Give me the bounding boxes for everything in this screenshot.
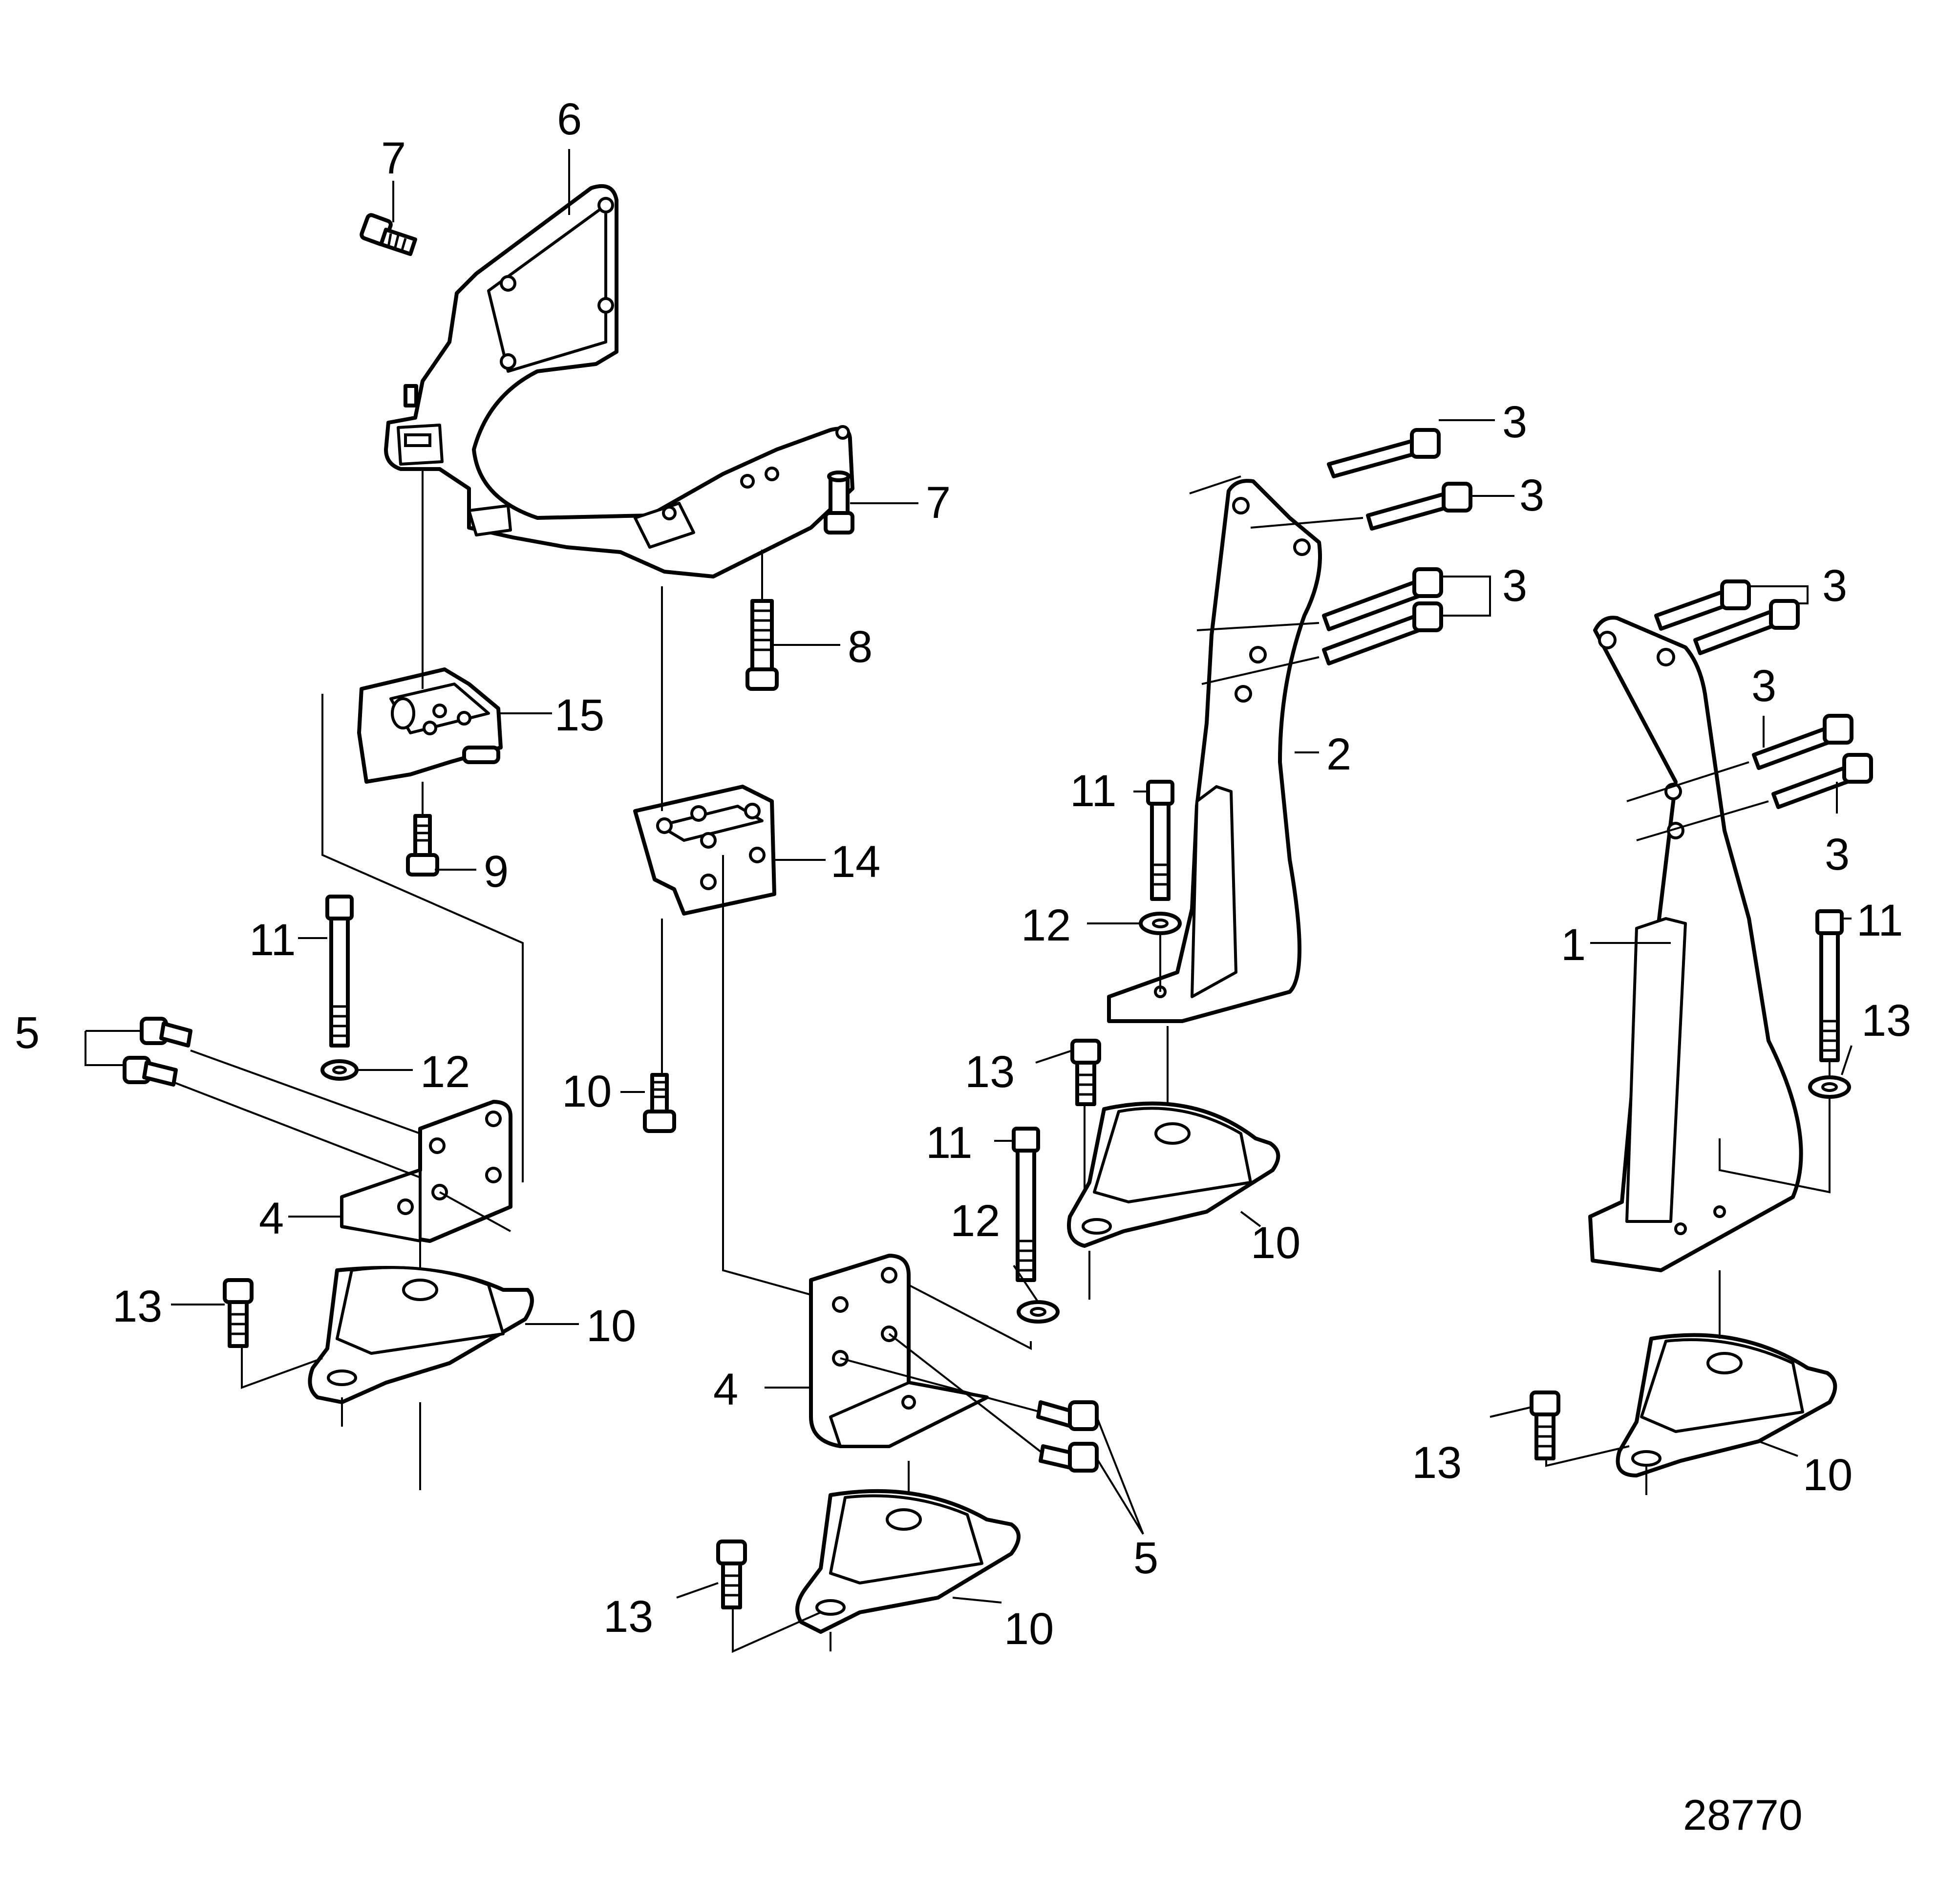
part-12-washer-center-upper <box>1139 912 1182 935</box>
callout-1: 1 <box>1561 920 1586 970</box>
assembly-lines <box>173 469 1831 1653</box>
callout-3: 3 <box>1502 397 1527 447</box>
callout-3: 3 <box>1825 830 1850 879</box>
callout-13: 13 <box>112 1282 162 1331</box>
callout-leaders <box>85 149 1853 1604</box>
part-9-bolt <box>406 814 439 877</box>
callout-3: 3 <box>1519 471 1544 520</box>
part-7-bolt-right <box>824 471 854 535</box>
part-2-engine-leg <box>1107 479 1322 1023</box>
callout-13: 13 <box>965 1047 1015 1097</box>
callout-11: 11 <box>249 915 296 965</box>
callout-12: 12 <box>1021 900 1071 950</box>
part-10-rubber-mount-center-right <box>1067 1101 1280 1248</box>
callout-3: 3 <box>1822 561 1847 611</box>
part-13-bolt-center-right <box>1070 1039 1101 1106</box>
part-3-bolts-group-a <box>1322 428 1472 665</box>
part-5-bolts-left <box>123 1017 192 1087</box>
part-15-mount-bracket <box>357 667 503 784</box>
callout-13: 13 <box>1861 996 1911 1046</box>
callout-11: 11 <box>926 1118 973 1168</box>
part-11-bolt-center-upper <box>1146 780 1174 901</box>
callout-4: 4 <box>259 1194 284 1243</box>
callout-12: 12 <box>420 1047 470 1097</box>
part-14-mount-bracket <box>633 785 776 916</box>
part-6-engine-bracket <box>384 184 854 578</box>
callout-10: 10 <box>1803 1450 1853 1500</box>
callout-12: 12 <box>950 1196 1000 1246</box>
figure-number: 28770 <box>1683 1791 1803 1839</box>
callout-13: 13 <box>603 1592 653 1642</box>
part-10-rubber-mount-left <box>308 1266 534 1404</box>
part-13-bolt-center <box>716 1540 747 1609</box>
part-11-bolt-left <box>325 895 354 1048</box>
callout-3: 3 <box>1751 661 1776 711</box>
callout-7: 7 <box>381 133 406 183</box>
callout-10: 10 <box>562 1067 612 1116</box>
part-10-rubber-mount-center <box>795 1489 1021 1634</box>
callout-9: 9 <box>484 847 509 897</box>
callout-2: 2 <box>1326 729 1351 779</box>
part-13-bolt-right <box>1530 1391 1560 1460</box>
callout-10: 10 <box>1004 1604 1054 1654</box>
callout-11: 11 <box>1070 766 1117 816</box>
callout-4: 4 <box>713 1365 738 1414</box>
part-4-angle-bracket-left <box>340 1100 512 1243</box>
part-5-bolts-center <box>1036 1400 1099 1473</box>
callout-5: 5 <box>15 1008 40 1058</box>
part-7-bolt-upper <box>360 213 417 256</box>
callout-10: 10 <box>586 1301 636 1351</box>
callout-15: 15 <box>554 690 604 740</box>
part-13-washer-right <box>1808 1075 1851 1099</box>
callout-3: 3 <box>1502 561 1527 611</box>
callout-13: 13 <box>1412 1438 1462 1488</box>
part-1-engine-leg <box>1588 616 1803 1272</box>
part-8-stud-bolt <box>745 599 779 691</box>
part-10-rubber-mount-right <box>1616 1333 1837 1477</box>
part-11-bolt-center-lower <box>1012 1127 1040 1282</box>
part-12-washer-left <box>320 1059 359 1081</box>
part-11-bolt-right <box>1815 909 1844 1062</box>
part-12-washer-center-lower <box>1017 1300 1060 1324</box>
part-3-bolts-group-b <box>1654 579 1873 809</box>
callout-10: 10 <box>1251 1218 1300 1268</box>
callout-8: 8 <box>848 622 873 672</box>
callout-14: 14 <box>831 837 880 887</box>
callout-labels: 6 7 7 8 15 9 14 10 11 12 5 4 10 13 4 5 1… <box>15 94 1911 1654</box>
callout-11: 11 <box>1856 896 1903 945</box>
callout-7: 7 <box>926 478 951 528</box>
part-10-bolt-small <box>643 1073 676 1133</box>
part-13-bolt-left <box>223 1278 254 1348</box>
callout-5: 5 <box>1133 1533 1158 1583</box>
callout-6: 6 <box>557 94 582 144</box>
part-4-angle-bracket-center <box>809 1254 989 1448</box>
